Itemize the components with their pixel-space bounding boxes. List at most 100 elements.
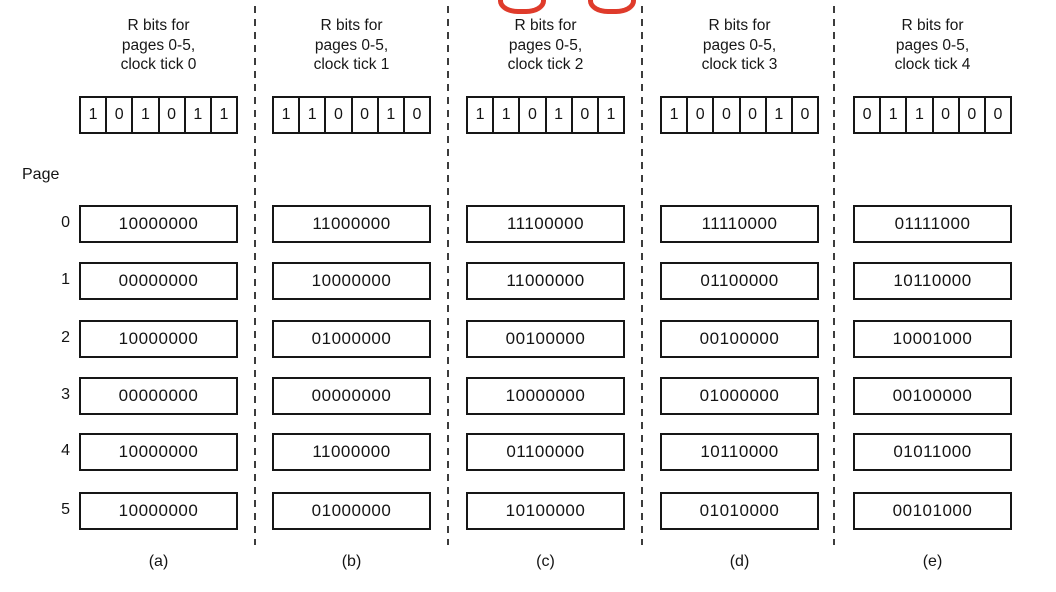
page-number-0: 0 [61, 214, 70, 231]
r-bit-cell-page-2: 1 [905, 96, 934, 134]
aging-counter-page-2: 00100000 [466, 320, 625, 358]
aging-counter-page-3: 00100000 [853, 377, 1012, 415]
r-bit-cell-page-0: 1 [466, 96, 495, 134]
column-header-line: pages 0-5, [314, 36, 389, 54]
r-bit-cell-page-2: 0 [712, 96, 741, 134]
r-bit-cell-page-1: 1 [492, 96, 521, 134]
r-bit-cell-page-2: 1 [131, 96, 160, 134]
aging-counter-page-3: 01000000 [660, 377, 819, 415]
aging-counter-page-0: 11110000 [660, 205, 819, 243]
page-number-4: 4 [61, 442, 70, 459]
r-bit-cell-page-3: 0 [157, 96, 186, 134]
page-number-2: 2 [61, 329, 70, 346]
column-header: R bits for pages 0-5, clock tick 2 [466, 16, 625, 75]
column-header-line: R bits for [708, 17, 771, 34]
column-caption: (e) [922, 553, 943, 570]
column-header: R bits for pages 0-5, clock tick 1 [272, 16, 431, 75]
r-bit-cell-page-4: 1 [764, 96, 793, 134]
column-header: R bits for pages 0-5, clock tick 0 [79, 16, 238, 75]
column-header-line: pages 0-5, [508, 36, 583, 54]
column-header-line: R bits for [127, 17, 190, 34]
r-bit-cell-page-1: 1 [879, 96, 908, 134]
r-bit-cell-page-4: 0 [570, 96, 599, 134]
aging-counter-page-4: 11000000 [272, 433, 431, 471]
column-header-line: pages 0-5, [895, 36, 970, 54]
column-header-line: clock tick 1 [313, 56, 390, 73]
column-header-line: R bits for [901, 17, 964, 34]
column-header: R bits for pages 0-5, clock tick 3 [660, 16, 819, 75]
column-header-line: R bits for [514, 17, 577, 34]
r-bit-cell-page-3: 0 [738, 96, 767, 134]
aging-counter-page-3: 10000000 [466, 377, 625, 415]
column-caption: (a) [148, 553, 169, 570]
aging-counter-page-1: 00000000 [79, 262, 238, 300]
page-number-3: 3 [61, 386, 70, 403]
aging-counter-page-5: 01010000 [660, 492, 819, 530]
column-header: R bits for pages 0-5, clock tick 4 [853, 16, 1012, 75]
r-bit-cell-page-0: 1 [79, 96, 108, 134]
column-header-line: clock tick 3 [701, 56, 778, 73]
aging-counter-page-4: 01100000 [466, 433, 625, 471]
dashed-separator-3 [641, 6, 643, 545]
dashed-separator-4 [833, 6, 835, 545]
r-bit-cell-page-4: 0 [957, 96, 986, 134]
aging-counter-page-0: 11100000 [466, 205, 625, 243]
r-bit-cell-page-0: 0 [853, 96, 882, 134]
page-number-1: 1 [61, 271, 70, 288]
r-bit-cell-page-5: 0 [402, 96, 432, 134]
aging-counter-page-4: 01011000 [853, 433, 1012, 471]
column-caption: (b) [341, 553, 362, 570]
r-bit-cell-page-1: 0 [686, 96, 715, 134]
r-bit-cell-page-5: 1 [209, 96, 239, 134]
aging-counter-page-0: 10000000 [79, 205, 238, 243]
dashed-separator-2 [447, 6, 449, 545]
r-bit-cell-page-1: 0 [105, 96, 134, 134]
r-bit-cell-page-5: 0 [790, 96, 820, 134]
aging-counter-page-1: 01100000 [660, 262, 819, 300]
column-header-line: R bits for [320, 17, 383, 34]
page-axis-label: Page [22, 166, 60, 183]
aging-counter-page-5: 00101000 [853, 492, 1012, 530]
aging-counter-page-3: 00000000 [272, 377, 431, 415]
column-header-line: clock tick 2 [507, 56, 584, 73]
aging-counter-page-1: 10000000 [272, 262, 431, 300]
aging-counter-page-5: 01000000 [272, 492, 431, 530]
aging-counter-page-5: 10100000 [466, 492, 625, 530]
r-bit-cell-page-2: 0 [518, 96, 547, 134]
aging-counter-page-0: 01111000 [853, 205, 1012, 243]
aging-counter-page-0: 11000000 [272, 205, 431, 243]
r-bit-cell-page-2: 0 [324, 96, 353, 134]
r-bit-cell-page-0: 1 [660, 96, 689, 134]
r-bit-cell-page-4: 1 [376, 96, 405, 134]
aging-counter-page-5: 10000000 [79, 492, 238, 530]
aging-counter-page-3: 00000000 [79, 377, 238, 415]
aging-counter-page-2: 01000000 [272, 320, 431, 358]
column-header-line: pages 0-5, [702, 36, 777, 54]
column-caption: (c) [536, 553, 555, 570]
r-bit-cell-page-5: 0 [983, 96, 1013, 134]
cropped-red-annotation-left [498, 0, 546, 14]
aging-counter-page-4: 10110000 [660, 433, 819, 471]
r-bit-cell-page-3: 1 [544, 96, 573, 134]
column-header-line: clock tick 4 [894, 56, 971, 73]
column-header-line: clock tick 0 [120, 56, 197, 73]
r-bit-cell-page-3: 0 [931, 96, 960, 134]
r-bit-cell-page-1: 1 [298, 96, 327, 134]
aging-counter-page-2: 10001000 [853, 320, 1012, 358]
aging-counter-page-1: 11000000 [466, 262, 625, 300]
column-caption: (d) [729, 553, 750, 570]
aging-counter-page-1: 10110000 [853, 262, 1012, 300]
r-bit-cell-page-0: 1 [272, 96, 301, 134]
aging-counter-page-2: 00100000 [660, 320, 819, 358]
column-header-line: pages 0-5, [121, 36, 196, 54]
